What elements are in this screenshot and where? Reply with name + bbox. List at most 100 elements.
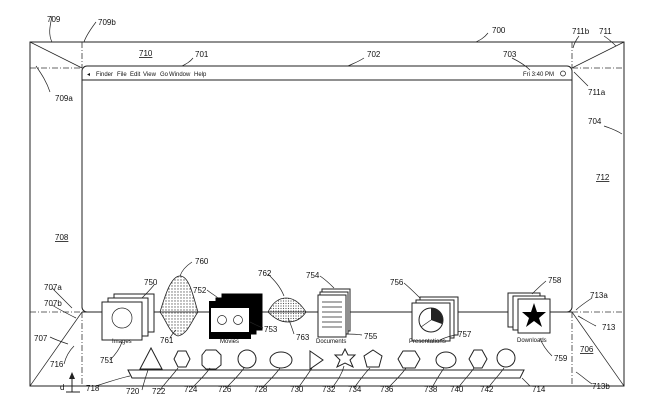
ref-736: 736 <box>380 385 394 394</box>
spotlight-icon[interactable] <box>560 70 566 77</box>
reflection-763 <box>267 311 307 323</box>
ref-752: 752 <box>193 286 207 295</box>
ref-707a: 707a <box>44 283 62 292</box>
ref-707b: 707b <box>44 299 62 308</box>
film-reel-icon <box>217 315 227 325</box>
ref-757: 757 <box>458 330 472 339</box>
menu-bar-clock: Fri 3:40 PM <box>523 72 554 78</box>
images-stack[interactable]: Images <box>101 293 155 345</box>
leader-lines <box>35 15 623 391</box>
ref-720: 720 <box>126 387 140 396</box>
star-icon <box>522 303 546 327</box>
ref-751: 751 <box>100 356 114 365</box>
dock-tray <box>127 369 525 379</box>
ref-759: 759 <box>554 354 568 363</box>
reflection-761 <box>159 311 199 337</box>
menu-item-help[interactable]: Help <box>194 72 207 78</box>
menu-item-go[interactable]: Go <box>160 72 169 78</box>
dock-icon-octagon[interactable] <box>201 349 222 370</box>
ref-728: 728 <box>254 385 268 394</box>
ref-763: 763 <box>296 333 310 342</box>
ref-742: 742 <box>480 385 494 394</box>
ref-762: 762 <box>258 269 272 278</box>
menu-item-window[interactable]: Window <box>169 72 191 78</box>
downloads-stack[interactable]: Downloads <box>507 292 551 344</box>
ref-712: 712 <box>596 173 610 182</box>
ref-716: 716 <box>50 360 64 369</box>
ref-710: 710 <box>139 49 153 58</box>
ref-714: 714 <box>532 385 546 394</box>
dock-icon-hexagon[interactable] <box>173 350 191 368</box>
dock-icon-play[interactable] <box>309 350 324 370</box>
document-page-icon <box>317 294 347 338</box>
dock-icon-ellipse[interactable] <box>435 351 457 369</box>
ref-761: 761 <box>160 336 174 345</box>
menu-item-edit[interactable]: Edit <box>130 72 141 78</box>
ref-701: 701 <box>195 50 209 59</box>
dock-icon-pentagon[interactable] <box>363 349 383 368</box>
ref-700: 700 <box>492 26 506 35</box>
movies-caption: Movies <box>220 339 239 345</box>
ref-754: 754 <box>306 271 320 280</box>
ref-724: 724 <box>184 385 198 394</box>
reference-numerals: 709 709b 709a 710 701 702 700 703 711b 7… <box>34 15 616 396</box>
ref-709b: 709b <box>98 18 116 27</box>
ref-704: 704 <box>588 117 602 126</box>
ref-709: 709 <box>47 15 61 24</box>
documents-caption: Documents <box>316 339 346 345</box>
menu-item-file[interactable]: File <box>117 72 127 78</box>
ref-734: 734 <box>348 385 362 394</box>
dock-icon-circle[interactable] <box>237 349 257 369</box>
ref-711: 711 <box>599 27 612 36</box>
dock-icon-oval[interactable] <box>269 351 293 369</box>
ref-760: 760 <box>195 257 209 266</box>
ref-722: 722 <box>152 387 166 396</box>
ref-755: 755 <box>364 332 378 341</box>
ref-726: 726 <box>218 385 232 394</box>
presentations-stack[interactable]: Presentations <box>409 296 459 345</box>
image-thumbnail-icon <box>111 307 133 329</box>
ref-d: d <box>60 383 64 392</box>
dock-icons <box>139 346 516 370</box>
ref-718: 718 <box>86 384 100 393</box>
ref-703: 703 <box>503 50 517 59</box>
dock-icon-hexagon-small[interactable] <box>468 349 488 369</box>
menu-item-finder[interactable]: Finder <box>96 72 113 78</box>
ref-730: 730 <box>290 385 304 394</box>
ref-707: 707 <box>34 334 48 343</box>
construction-lines <box>30 42 624 386</box>
dock-icon-circle-right[interactable] <box>496 348 516 368</box>
downloads-caption: Downloads <box>517 338 547 344</box>
ref-750: 750 <box>144 278 158 287</box>
ref-713: 713 <box>602 323 616 332</box>
dimension-d: d <box>60 372 80 393</box>
ref-740: 740 <box>450 385 464 394</box>
dock-icon-star[interactable] <box>333 347 357 369</box>
reflection-762 <box>267 297 307 313</box>
ref-711b: 711b <box>572 27 590 36</box>
apple-menu-icon[interactable]: ◂ <box>87 72 90 78</box>
ref-756: 756 <box>390 278 404 287</box>
movies-stack[interactable]: Movies <box>209 293 263 345</box>
dock <box>127 369 525 379</box>
ref-708: 708 <box>55 233 69 242</box>
ref-732: 732 <box>322 385 336 394</box>
menu-bar: ◂ Finder File Edit View Go Window Help F… <box>87 70 566 78</box>
ref-758: 758 <box>548 276 562 285</box>
display-screen <box>81 65 573 313</box>
ref-738: 738 <box>424 385 438 394</box>
presentations-stack-front <box>411 302 451 342</box>
presentations-caption: Presentations <box>409 339 446 345</box>
ref-702: 702 <box>367 50 381 59</box>
ref-713b: 713b <box>592 382 610 391</box>
menu-item-view[interactable]: View <box>143 72 157 78</box>
ref-706: 706 <box>580 345 594 354</box>
documents-stack[interactable]: Documents <box>316 288 351 345</box>
dock-icon-hexagon-wide[interactable] <box>397 350 421 369</box>
ref-711a: 711a <box>588 88 606 97</box>
dock-icon-triangle[interactable] <box>139 346 163 370</box>
ref-713a: 713a <box>590 291 608 300</box>
ref-709a: 709a <box>55 94 73 103</box>
outer-frame <box>29 41 625 387</box>
